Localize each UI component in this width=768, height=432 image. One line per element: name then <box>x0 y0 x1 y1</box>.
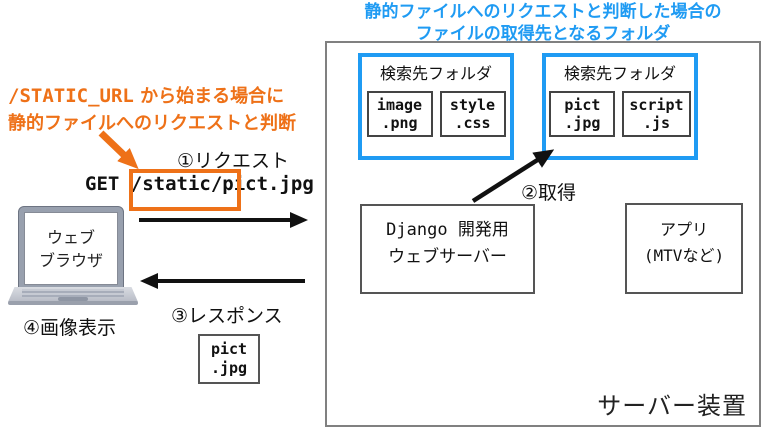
laptop-keys <box>22 289 124 297</box>
response-file-line1: pict <box>210 340 248 358</box>
static-path-highlight-box <box>129 169 241 211</box>
search-folder-1-title: 検索先フォルダ <box>379 64 492 83</box>
file-pict-jpg: pict .jpg <box>549 91 616 137</box>
file-image-png-line1: image <box>376 96 423 114</box>
search-folder-2-title: 検索先フォルダ <box>563 64 676 83</box>
app-box: アプリ (MTVなど) <box>625 203 743 294</box>
http-static-path: /static/ <box>130 173 223 195</box>
server-device-label: サーバー装置 <box>597 392 747 420</box>
response-file-box: pict .jpg <box>198 334 260 384</box>
step3-response-label: ③レスポンス <box>171 305 283 327</box>
step4-display-label: ④画像表示 <box>23 317 117 339</box>
file-pict-jpg-line1: pict <box>564 96 601 114</box>
http-file-path: pict.jpg <box>222 173 314 195</box>
file-script-js-line2: .js <box>642 114 671 132</box>
static-url-code: /STATIC_URL <box>8 85 134 107</box>
step2-fetch-label: ②取得 <box>521 182 577 204</box>
step1-request-label: ①リクエスト <box>177 150 290 172</box>
web-browser-label: ウェブ ブラウザ <box>24 212 118 285</box>
file-pict-jpg-line2: .jpg <box>564 114 601 132</box>
file-image-png-line2: .png <box>381 114 418 132</box>
file-script-js-line1: script <box>629 96 684 114</box>
laptop-keyboard <box>8 287 138 302</box>
static-url-annotation-line1: /STATIC_URL から始まる場合に <box>8 83 318 110</box>
app-box-line1: アプリ <box>659 220 708 239</box>
django-server-box: Django 開発用 ウェブサーバー <box>360 204 535 294</box>
search-folder-2: 検索先フォルダ pict .jpg script .js <box>542 53 698 160</box>
http-request-text: GET /static/pict.jpg <box>85 173 314 195</box>
laptop-foot <box>8 301 138 305</box>
app-box-line2: (MTVなど) <box>643 246 725 265</box>
laptop-screen: ウェブ ブラウザ <box>18 206 124 290</box>
file-style-css: style .css <box>439 91 506 137</box>
file-style-css-line2: .css <box>454 114 491 132</box>
static-url-text: から始まる場合に <box>133 86 285 107</box>
response-file-line2: .jpg <box>210 359 248 377</box>
file-image-png: image .png <box>366 91 433 137</box>
static-url-annotation: /STATIC_URL から始まる場合に 静的ファイルへのリクエストと判断 <box>8 83 318 137</box>
diagram-title-line1: 静的ファイルへのリクエストと判断した場合の <box>364 2 722 22</box>
django-server-line2: ウェブサーバー <box>388 247 507 267</box>
web-browser-line2: ブラウザ <box>38 250 103 270</box>
django-server-line1: Django 開発用 <box>386 220 509 240</box>
laptop-trackpad <box>58 297 88 301</box>
file-script-js: script .js <box>622 91 691 137</box>
diagram-title-line2: ファイルの取得先となるフォルダ <box>415 24 671 44</box>
web-browser-line1: ウェブ <box>46 227 95 247</box>
http-method: GET <box>85 173 131 195</box>
diagram-title: 静的ファイルへのリクエストと判断した場合の ファイルの取得先となるフォルダ <box>320 1 766 45</box>
static-url-annotation-line2: 静的ファイルへのリクエストと判断 <box>8 113 296 134</box>
file-style-css-line1: style <box>449 96 496 114</box>
laptop-icon: ウェブ ブラウザ <box>8 206 138 306</box>
search-folder-1: 検索先フォルダ image .png style .css <box>358 53 514 160</box>
